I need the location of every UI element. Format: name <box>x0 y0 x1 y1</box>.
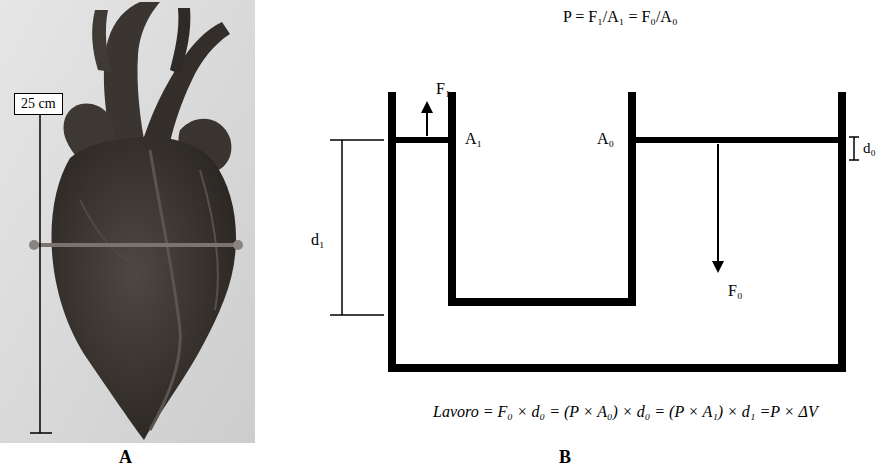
force-arrow <box>426 112 428 136</box>
large-piston <box>636 137 838 143</box>
dimension-tick <box>849 136 859 138</box>
dimension-line <box>341 140 343 315</box>
dimension-tick <box>330 139 384 141</box>
support-pin <box>30 243 242 247</box>
force-label: F₀ <box>728 282 742 300</box>
pin-knob <box>233 240 243 250</box>
vessel <box>170 8 190 74</box>
coronary-vessel <box>200 170 218 310</box>
hydraulic-press <box>330 92 859 368</box>
force-label: F₁ <box>436 80 450 98</box>
scale-tick <box>30 432 52 434</box>
pressure-formula: P = F₁/A₁ = F₀/A₀ <box>563 8 677 26</box>
vessel <box>92 10 112 72</box>
node-text: 25 cm <box>21 96 56 111</box>
panel-letter: B <box>559 448 571 468</box>
small-piston <box>396 137 448 143</box>
dimension-label: d₀ <box>863 140 876 157</box>
scale-bar <box>39 114 41 433</box>
panel-letter: A <box>119 448 132 468</box>
work-formula: Lavoro = F₀ × d₀ = (P × A₀) × d₀ = (P × … <box>433 403 818 421</box>
heart-photo <box>0 0 255 443</box>
coronary-vessel <box>80 200 130 262</box>
arrow-head <box>712 261 724 273</box>
ventricles <box>51 137 236 440</box>
photo-ground <box>0 0 255 443</box>
area-label: A₁ <box>465 130 482 148</box>
dimension-tick <box>849 159 859 161</box>
area-label: A₀ <box>597 130 614 148</box>
outer-vessel-wall <box>392 92 842 368</box>
scale-label-box: 25 cm <box>14 93 63 115</box>
arrow-head <box>421 101 433 113</box>
force-arrow <box>717 144 719 262</box>
dimension-label: d₁ <box>311 231 325 249</box>
dimension-tick <box>330 314 384 316</box>
dimension-line <box>853 137 855 160</box>
coronary-groove <box>150 150 180 430</box>
inner-vessel-wall <box>452 92 632 302</box>
pin-knob <box>29 240 39 250</box>
